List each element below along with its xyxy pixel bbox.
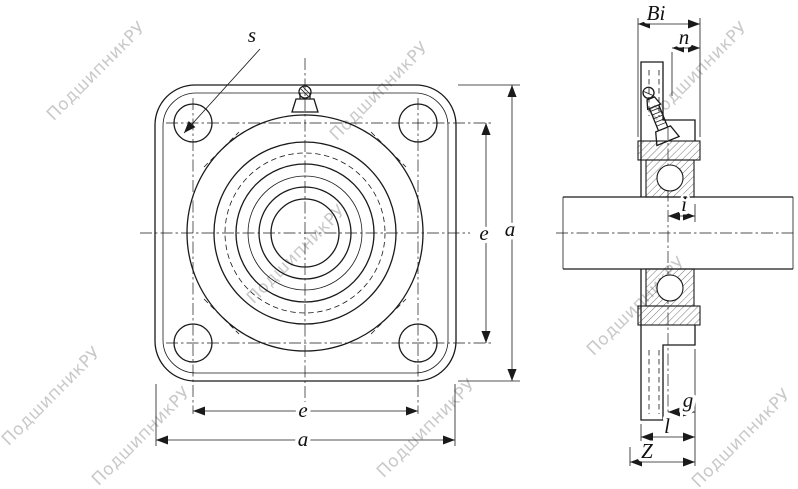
dim-label-Bi: Bi <box>647 1 666 25</box>
dimension-e-bottom: e <box>193 395 418 426</box>
bolt-holes <box>173 103 438 363</box>
dim-label-e-right: e <box>479 221 488 245</box>
dimension-Bi: Bi <box>637 0 701 137</box>
dimension-Z: Z <box>629 436 695 467</box>
dim-label-s: s <box>248 23 256 47</box>
watermark-text: ПодшипникРУ <box>373 375 480 482</box>
watermark-layer: ПодшипникРУ ПодшипникРУ ПодшипникРУ Подш… <box>0 18 795 489</box>
dim-label-Z: Z <box>641 439 653 463</box>
watermark-text: ПодшипникРУ <box>326 38 433 145</box>
dimension-g: g <box>668 349 697 466</box>
dim-label-e-bottom: e <box>298 398 307 422</box>
dimension-l: l <box>640 411 695 442</box>
dim-label-l: l <box>664 414 670 438</box>
grease-fitting-front <box>291 85 319 113</box>
dim-label-a-bottom: a <box>298 427 309 451</box>
dim-label-i: i <box>681 192 687 216</box>
ball-upper <box>656 164 684 192</box>
watermark-text: ПодшипникРУ <box>43 18 150 125</box>
side-view: Bi n i g l Z <box>556 0 794 467</box>
dimension-s: s <box>183 20 261 134</box>
ball-lower <box>656 274 684 302</box>
dim-label-a-right: a <box>505 217 516 241</box>
bearing-circles <box>186 114 424 352</box>
dim-label-n: n <box>679 25 690 49</box>
bearing-section-lower <box>637 268 701 326</box>
dimension-a-right: a <box>458 84 520 382</box>
watermark-text: ПодшипникРУ <box>243 201 350 308</box>
front-view: s e a e a <box>140 20 520 455</box>
dimension-n: n <box>671 22 700 96</box>
grease-fitting-side <box>642 86 681 147</box>
boss-chamfer-lines <box>203 131 407 335</box>
dimension-e-right: e <box>476 123 492 343</box>
watermark-text: ПодшипникРУ <box>688 385 795 489</box>
bearing-section-upper <box>637 140 701 198</box>
dimension-a-bottom: a <box>155 384 456 455</box>
dim-label-g: g <box>683 388 694 412</box>
watermark-text: ПодшипникРУ <box>0 343 105 450</box>
watermark-text: ПодшипникРУ <box>88 383 195 489</box>
